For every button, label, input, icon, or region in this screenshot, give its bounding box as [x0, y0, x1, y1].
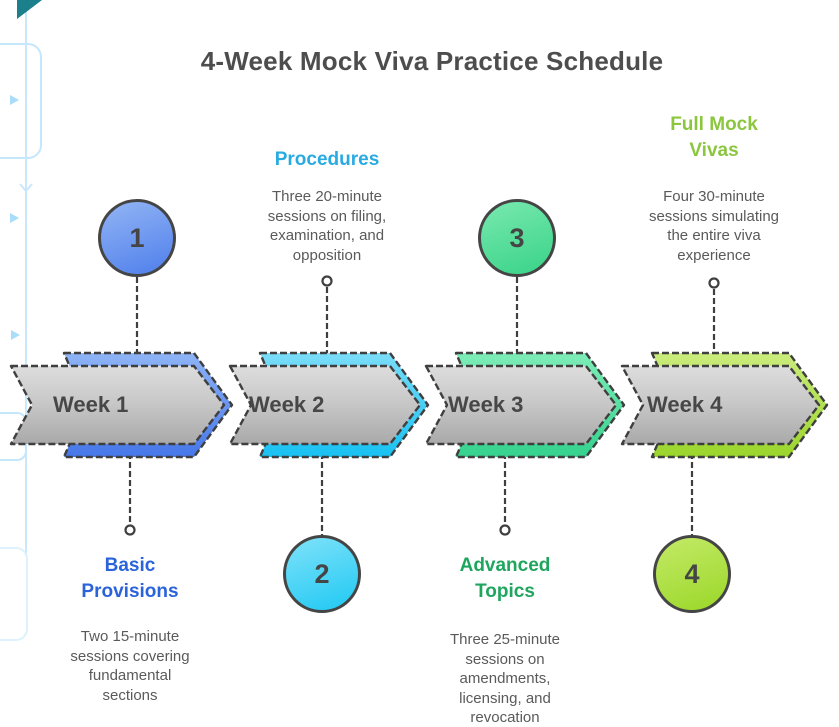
week-3-topic-dot	[499, 524, 511, 536]
week-4-topic-title: Full Mock Vivas	[670, 114, 758, 161]
week-4-number: 4	[684, 558, 700, 589]
week-4-label: Week 4	[647, 392, 723, 417]
week-4-topic-dot	[708, 277, 720, 289]
week-2-topic-desc: Three 20-minute sessions on filing, exam…	[267, 188, 387, 264]
week-3-topic-desc: Three 25-minute sessions on amendments, …	[449, 631, 561, 726]
week-4-badge: 4	[653, 535, 731, 613]
arrowhead-icon	[11, 330, 20, 340]
arrowhead-icon	[10, 213, 19, 223]
week-4-topic-desc: Four 30-minute sessions simulating the e…	[648, 188, 780, 264]
connector-dots	[124, 275, 720, 536]
week-1-chevron-body	[9, 364, 226, 446]
week-3-label: Week 3	[448, 392, 524, 417]
week-2-topic-dot	[321, 275, 333, 287]
arrowhead-icon	[10, 95, 19, 105]
week-4-chevron-body	[620, 364, 821, 446]
connector-lines	[128, 277, 716, 537]
week-1-topic-title: Basic Provisions	[81, 555, 179, 602]
page-title: 4-Week Mock Viva Practice Schedule	[200, 46, 664, 76]
week-2-chevron-body	[228, 364, 422, 446]
week-2-badge: 2	[283, 535, 361, 613]
week-1-label: Week 1	[53, 392, 129, 417]
flowchart-fragment-node-bottom	[0, 547, 28, 641]
week-2-topic-title: Procedures	[274, 149, 380, 170]
flowchart-fragment-line	[25, 0, 27, 556]
week-3-number: 3	[509, 222, 525, 253]
week-3-topic-title: Advanced Topics	[459, 555, 551, 602]
week-3-chevron-body	[424, 364, 618, 446]
week-2-label: Week 2	[249, 392, 325, 417]
corner-fold-icon	[17, 0, 42, 19]
week-3-badge: 3	[478, 199, 556, 277]
week-1-topic-desc: Two 15-minute sessions covering fundamen…	[70, 628, 190, 704]
flowchart-fragment-node-top	[0, 43, 42, 159]
week-1-number: 1	[129, 222, 145, 253]
chevron-band	[9, 351, 829, 459]
week-2-number: 2	[314, 558, 330, 589]
week-1-badge: 1	[98, 199, 176, 277]
chevron-down-icon	[19, 183, 33, 193]
week-1-topic-dot	[124, 524, 136, 536]
